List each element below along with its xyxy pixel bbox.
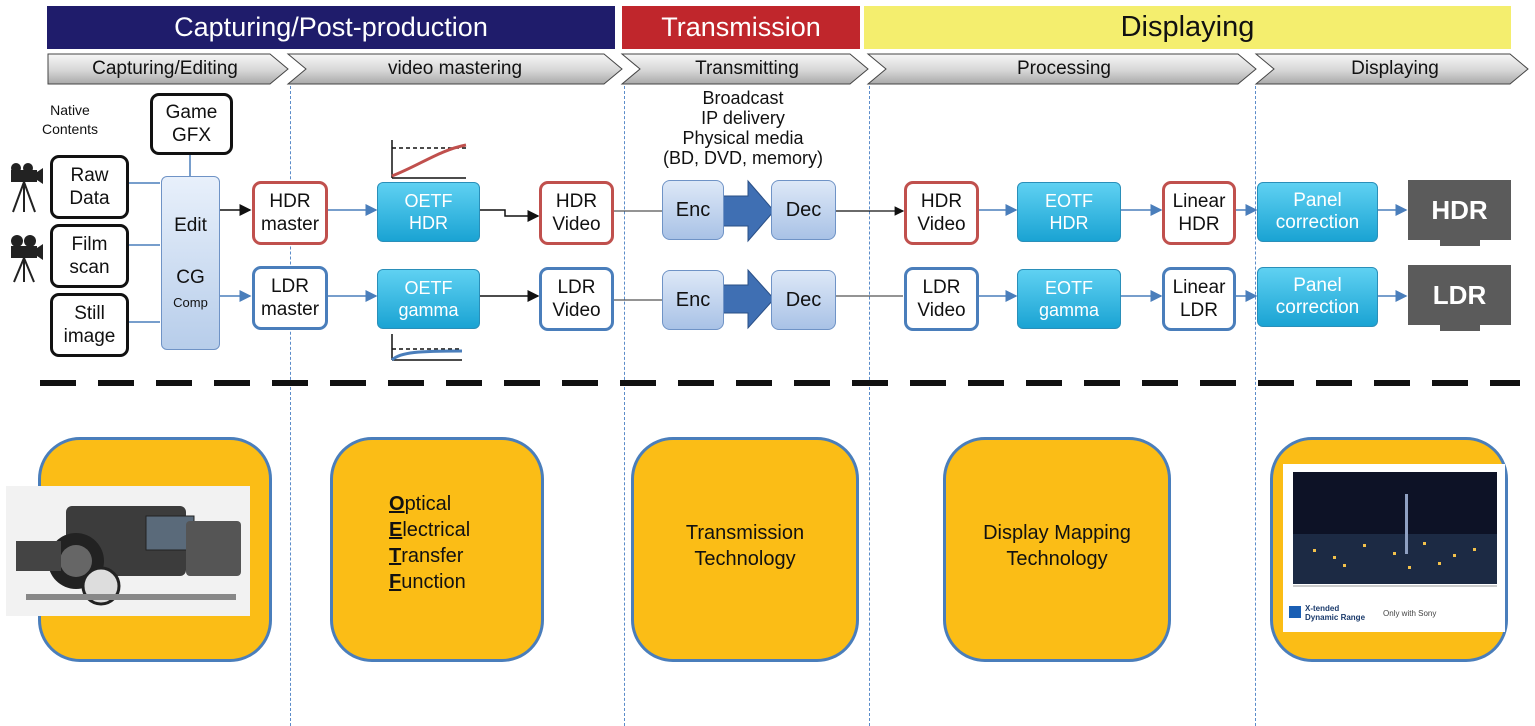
edit-label: Edit [174,215,207,236]
chevron-transmitting [620,53,869,85]
step-displaying: Displaying [1351,58,1439,79]
phase-capturing: Capturing/Post-production [47,6,615,49]
edit-cg-box [161,176,220,350]
phase-displaying: Displaying [864,6,1511,49]
phase-transmission: Transmission [622,6,860,49]
chevron-processing [866,53,1257,85]
ldr-enc-box: Enc [662,270,724,330]
hdr-display: HDR [1408,180,1511,240]
oetf-hdr-curve [391,140,467,179]
tv-photo: X-tended Dynamic Range Only with Sony [1283,464,1505,632]
separator-3 [869,86,870,726]
oetf-definition: Optical Electrical Transfer Function [389,493,471,593]
film-camera-icon [11,235,43,283]
oetf-gamma-curve [390,334,463,362]
display-mapping-panel [943,437,1171,662]
oetf-panel [330,437,544,662]
native-contents-label: Native Contents [41,102,99,137]
hdr-dec-box: Dec [771,180,836,240]
separator-2 [624,86,625,726]
camera-icon [11,163,43,213]
separator-4 [1255,86,1256,726]
ldr-transfer-arrow [721,268,775,330]
chevron-capturing [47,53,289,85]
display-mapping-technology-label: Display Mapping Technology [983,522,1131,570]
delivery-methods: Broadcast IP delivery Physical media (BD… [662,88,823,168]
step-transmitting: Transmitting [695,58,799,79]
comp-label: Comp [173,295,208,310]
cg-label: CG [176,267,205,288]
transmission-technology-label: Transmission Technology [685,522,805,570]
hdr-display-stand [1440,240,1480,246]
ldr-display-stand [1440,325,1480,331]
step-video-mastering: video mastering [387,58,523,79]
chevron-displaying [1254,53,1529,85]
ldr-dec-box: Dec [771,270,836,330]
separator-1 [290,86,291,726]
step-processing: Processing [1017,58,1111,79]
step-chevrons [47,53,1529,85]
chevron-mastering [286,53,623,85]
tv-tagline: Only with Sony [1383,609,1437,618]
hdr-transfer-arrow [721,179,775,243]
step-capturing-editing: Capturing/Editing [92,58,238,79]
tv-brand: X-tended Dynamic Range [1305,604,1366,622]
ldr-display: LDR [1408,265,1511,325]
cinema-camera-photo [6,486,250,616]
transmission-panel [631,437,859,662]
hdr-enc-box: Enc [662,180,724,240]
